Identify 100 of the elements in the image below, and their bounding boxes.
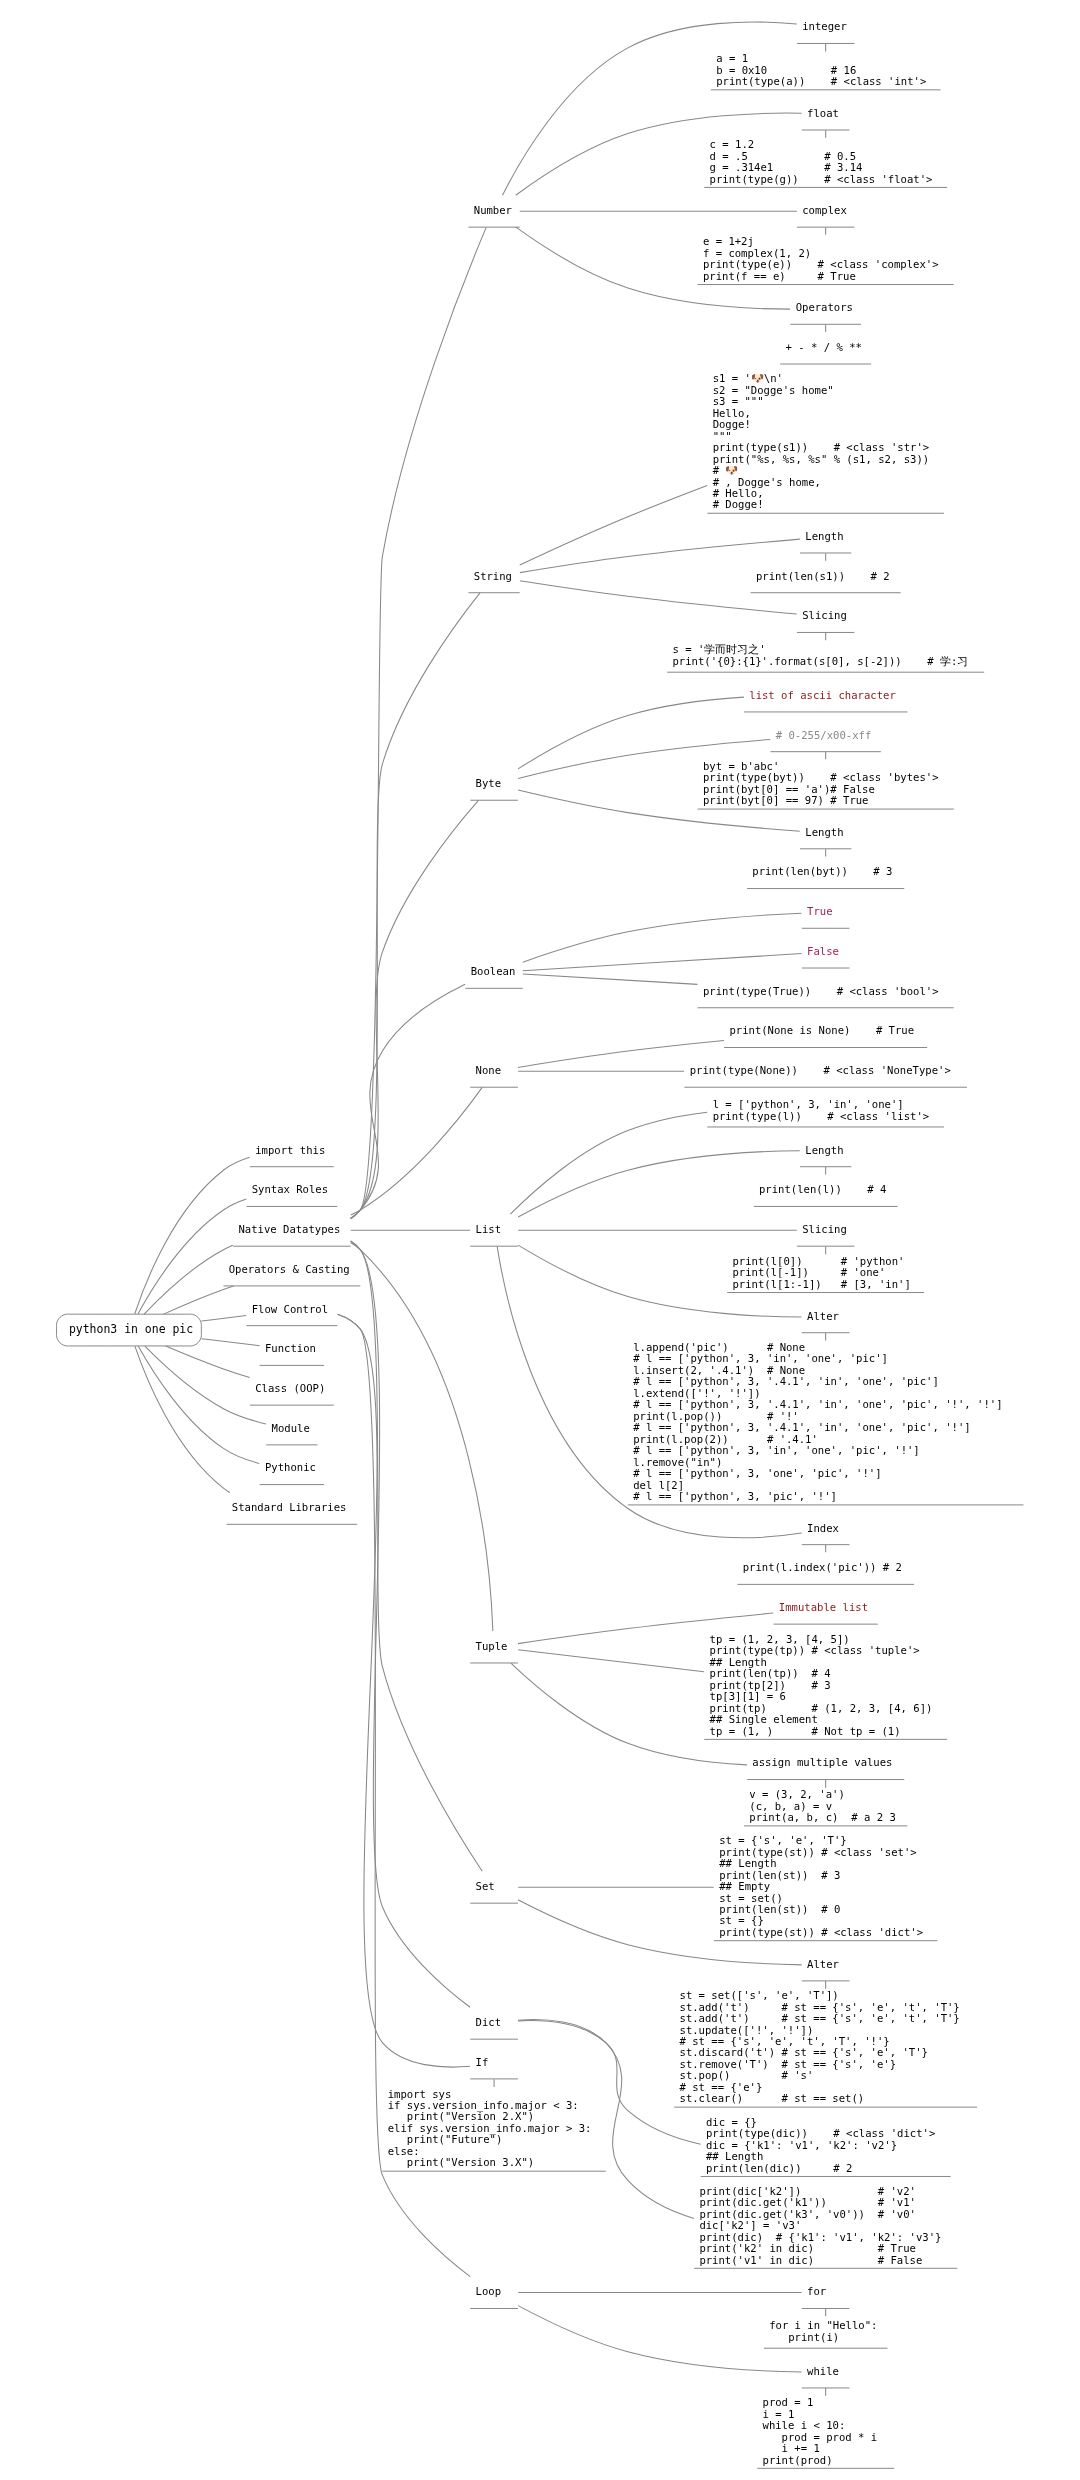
connector xyxy=(350,799,479,1219)
node-text: list of ascii character xyxy=(749,688,896,701)
connector xyxy=(337,1313,471,2278)
connector xyxy=(522,973,698,985)
node-text: tp = (1, 2, 3, [4, 5]) print(type(tp)) # <class 'tuple'> ## Length print(len(tp)) # 4 print(tp[2]) # 3 tp[3][1] = 6 print(tp) # (1, 2, 3, [4, 6]) ## Single element tp = (1, ) # Not tp = (1) xyxy=(709,1632,933,1737)
connector xyxy=(350,226,487,1220)
connector xyxy=(517,1244,803,1318)
node-text: Operators xyxy=(795,301,853,314)
node-text: assign multiple values xyxy=(752,1756,893,1769)
connector xyxy=(143,1244,234,1315)
connector xyxy=(825,2387,827,2397)
node-text: Operators & Casting xyxy=(228,1262,350,1275)
node-text: s = '学而时习之' print('{0}:{1}'.format(s[0], s[-2])) # 学:习 xyxy=(672,643,969,667)
connector xyxy=(134,1156,251,1315)
node-text: print(len(byt)) # 3 xyxy=(752,865,893,878)
node-text: Index xyxy=(807,1521,839,1534)
connector xyxy=(517,1886,715,1888)
connector xyxy=(502,21,798,196)
node-text: l.append('pic') # None # l == ['python', 3, 'in', 'one', 'pic'] l.insert(2, '.4.1') # None # l == ['python', 3, '.4.1', 'in', 'one', 'pic'] l.extend(['!', '!']) # l == ['python', 3, '.4.1', 'in', 'one', 'pic', '!', '!'] print(l.pop()) # '!' # l == ['python', 3, '.4.1', 'in', 'one', 'pic', '!'] print(l.pop(2)) # '.4.1' # l == ['python', 3, 'in', 'one', 'pic', '!'] l.remove("in") # l == ['python', 3, 'one', 'pic', '!'] del l[2] # l == ['python', 3, 'pic', '!'] xyxy=(633,1340,1003,1503)
node-text: for i in "Hello": print(i) xyxy=(769,2319,878,2343)
connector xyxy=(519,538,801,574)
node-text: complex xyxy=(802,203,847,216)
connector xyxy=(350,1229,471,1231)
connector xyxy=(517,2305,803,2373)
connector xyxy=(519,485,708,566)
node-text: s1 = '🐶\n' s2 = "Dogge's home" s3 = """ Hello, Dogge! """ print(type(s1)) # <class 'str'> print("%s, %s, %s" % (s1, s2, s3)) # 🐶 # , Dogge's home, # Hello, # Dogge! xyxy=(712,372,930,511)
connector xyxy=(137,1198,247,1315)
node-text: import sys if sys.version_info.major < 3: print("Version 2.X") elif sys.version_info.major > 3: print("Future") else: print("Version 3.X") xyxy=(387,2087,592,2169)
node-text: Boolean xyxy=(470,965,516,978)
connector xyxy=(825,848,827,858)
node-text: c = 1.2 d = .5 # 0.5 g = .314e1 # 3.14 print(type(g)) # <class 'float'> xyxy=(709,138,933,185)
node-text: while xyxy=(807,2364,839,2377)
connector xyxy=(515,112,803,196)
node-text: print(None is None) # True xyxy=(729,1024,915,1037)
connector xyxy=(200,1338,261,1347)
node-text: v = (3, 2, 'a') (c, b, a) = v print(a, b, c) # a 2 3 xyxy=(749,1788,896,1824)
connector xyxy=(517,696,745,770)
node-text: Slicing xyxy=(802,1223,847,1236)
node-text: Length xyxy=(805,825,844,838)
connector xyxy=(165,1345,251,1379)
connector xyxy=(517,1070,685,1072)
node-text: Slicing xyxy=(802,609,847,622)
node-text: Set xyxy=(475,1880,495,1893)
node-text: Alter xyxy=(807,1957,839,1970)
connector xyxy=(517,1150,801,1218)
connector xyxy=(134,1345,231,1494)
node-text: Native Datatypes xyxy=(238,1223,341,1236)
node-text: Length xyxy=(805,529,844,542)
node-box: python3 in one pic xyxy=(56,1313,202,1347)
node-text: e = 1+2j f = complex(1, 2) print(type(e)) # <class 'complex'> print(f == e) # True xyxy=(702,235,939,282)
connector xyxy=(825,226,827,236)
connector xyxy=(825,1779,827,1789)
node-text: prod = 1 i = 1 while i < 10: prod = prod * i i += 1 print(prod) xyxy=(762,2396,878,2466)
node-text: integer xyxy=(802,20,847,33)
connector xyxy=(517,1649,705,1673)
node-text: import this xyxy=(255,1143,326,1156)
connector xyxy=(825,129,827,139)
node-text: + - * / % ** xyxy=(785,340,862,353)
node-text: print(type(True)) # <class 'bool'> xyxy=(702,984,939,997)
node-text: print(dic['k2']) # 'v2' print(dic.get('k1')) # 'v1' print(dic.get('k3', 'v0')) # 'v0' dic['k2'] = 'v3' print(dic) # {'k1': 'v1', 'k2': 'v3'} print('k2' in dic) # True print('v1' in dic) # False xyxy=(699,2184,942,2266)
connector xyxy=(517,2292,803,2294)
node-text: l = ['python', 3, 'in', 'one'] print(type(l)) # <class 'list'> xyxy=(712,1098,930,1122)
node-text: dic = {} print(type(dic)) # <class 'dict'> dic = {'k1': 'v1', 'k2': 'v2'} ## Length print(len(dic)) # 2 xyxy=(706,2115,936,2174)
connector xyxy=(200,1314,247,1322)
connector xyxy=(144,1345,267,1425)
node-text: True xyxy=(807,905,833,918)
node-text: st = set(['s', 'e', 'T']) st.add('t') # st == {'s', 'e', 't', 'T'} st.add('t') # st == {'s', 'e', 't', 'T'} st.update(['!', '!']) # st == {'s', 'e', 't', 'T', '!'} st.discard('t') # st == {'s', 'e', 'T'} st.remove('T') # st == {'s', 'e'} st.pop() # 's' # st == {'e'} st.clear() # st == set() xyxy=(679,1989,960,2105)
connector xyxy=(517,738,771,779)
connector xyxy=(163,1285,235,1315)
node-text: False xyxy=(807,944,839,957)
connector xyxy=(350,1241,494,1632)
connector xyxy=(825,43,827,53)
connector xyxy=(517,2019,695,2219)
connector xyxy=(510,1662,748,1766)
node-text: print(type(None)) # <class 'NoneType'> xyxy=(689,1064,951,1077)
connector xyxy=(825,552,827,562)
node-text: Function xyxy=(264,1342,316,1355)
connector xyxy=(522,912,803,963)
connector xyxy=(517,789,801,832)
node-text: None xyxy=(475,1064,502,1077)
connector xyxy=(493,2078,495,2088)
node-text: Immutable list xyxy=(778,1600,869,1613)
connector xyxy=(519,210,798,212)
node-text: Alter xyxy=(807,1309,839,1322)
node-text: Tuple xyxy=(475,1639,508,1652)
node-text: a = 1 b = 0x10 # 16 print(type(a)) # <class 'int'> xyxy=(716,52,927,88)
node-text: print(len(s1)) # 2 xyxy=(755,569,890,582)
node-text: If xyxy=(475,2055,489,2068)
connector xyxy=(519,580,798,615)
node-text: Module xyxy=(271,1421,310,1434)
connector xyxy=(137,1345,260,1464)
node-text: Dict xyxy=(475,2016,502,2028)
connector xyxy=(350,983,466,1219)
connector xyxy=(517,1039,725,1068)
connector xyxy=(517,1899,803,1966)
connector xyxy=(515,226,791,310)
connector xyxy=(825,1245,827,1255)
node-text: String xyxy=(473,569,512,582)
connector xyxy=(509,1111,708,1215)
node-text: Standard Libraries xyxy=(231,1501,347,1514)
